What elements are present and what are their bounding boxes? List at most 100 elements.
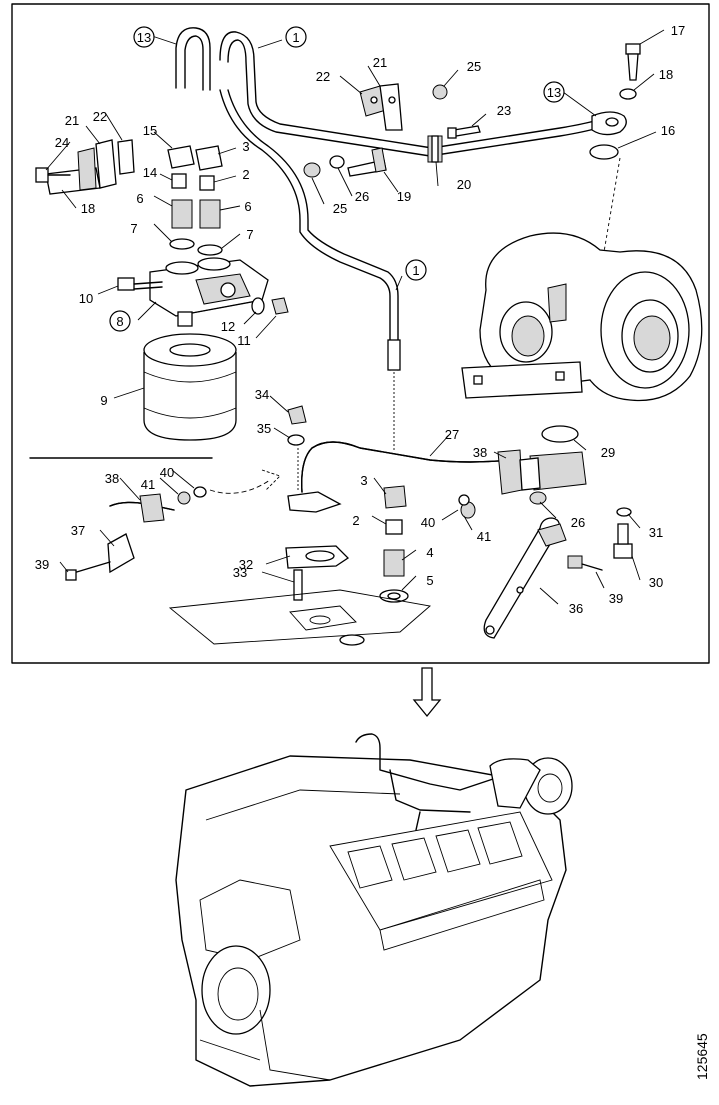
callout-c13b: 13 (543, 81, 565, 103)
callout-c6b: 6 (244, 199, 251, 214)
callout-number: 40 (421, 515, 435, 530)
callout-c13a: 13 (133, 26, 155, 48)
callout-number: 6 (244, 199, 251, 214)
callout-c25a: 25 (467, 59, 481, 74)
gasket (541, 425, 579, 443)
callout-number: 5 (426, 573, 433, 588)
callout-number: 39 (609, 591, 623, 606)
callout-number: 31 (649, 525, 663, 540)
oil-filter-cartridge (143, 311, 237, 441)
callout-c7b: 7 (246, 227, 253, 242)
callout-c1a: 1 (285, 26, 307, 48)
callout-number: 6 (136, 191, 143, 206)
callout-c4: 4 (426, 545, 433, 560)
callout-number: 38 (473, 445, 487, 460)
callout-circle (285, 26, 307, 48)
oil-filter-head (149, 257, 269, 317)
callout-c23: 23 (497, 103, 511, 118)
stud (293, 569, 303, 601)
bolt (613, 523, 633, 559)
callout-number: 34 (255, 387, 269, 402)
callout-number: 18 (659, 67, 673, 82)
banjo-fitting (591, 111, 627, 136)
filter-head-fittings (167, 145, 223, 256)
callout-c16a: 16 (661, 123, 675, 138)
callout-c29: 29 (601, 445, 615, 460)
callout-number: 41 (141, 477, 155, 492)
inset-detail (29, 457, 281, 581)
callout-number: 29 (601, 445, 615, 460)
nut (287, 405, 307, 425)
washer (616, 507, 632, 517)
callout-number: 30 (649, 575, 663, 590)
callout-c12: 12 (221, 319, 235, 334)
callout-number: 14 (143, 165, 157, 180)
callout-c5: 5 (426, 573, 433, 588)
callout-c26a: 26 (355, 189, 369, 204)
gasket (285, 545, 350, 569)
callout-c18a: 18 (659, 67, 673, 82)
callout-number: 27 (445, 427, 459, 442)
callout-number: 41 (477, 529, 491, 544)
callout-c24: 24 (55, 135, 69, 150)
callout-number: 23 (497, 103, 511, 118)
nut (271, 297, 289, 315)
callout-c8: 8 (109, 310, 131, 332)
callout-c31: 31 (649, 525, 663, 540)
callout-c37: 37 (71, 523, 85, 538)
callout-c30: 30 (649, 575, 663, 590)
callout-c22b: 22 (93, 109, 107, 124)
gasket (589, 144, 619, 160)
callout-c21b: 21 (65, 113, 79, 128)
callout-number: 17 (671, 23, 685, 38)
callout-number: 33 (233, 565, 247, 580)
callout-number: 13 (547, 85, 561, 100)
catalog-number: 125645 (676, 1010, 710, 1080)
bolt (447, 125, 481, 139)
callout-number: 22 (316, 69, 330, 84)
callout-c6a: 6 (136, 191, 143, 206)
callout-circle (109, 310, 131, 332)
callout-number: 4 (426, 545, 433, 560)
callout-c18b: 18 (81, 201, 95, 216)
callout-number: 7 (246, 227, 253, 242)
callout-c35: 35 (257, 421, 271, 436)
callout-number: 19 (397, 189, 411, 204)
callout-c32: 32 (239, 557, 253, 572)
callout-c39b: 39 (609, 591, 623, 606)
callout-number: 35 (257, 421, 271, 436)
bolt (567, 555, 603, 571)
callout-c25b: 25 (333, 201, 347, 216)
callout-c36: 36 (569, 601, 583, 616)
callout-number: 12 (221, 319, 235, 334)
pipe-clamp (427, 135, 443, 163)
bracket-upper (359, 83, 403, 131)
callout-number: 1 (412, 263, 419, 278)
nut (303, 162, 321, 178)
callout-c11: 11 (237, 333, 251, 348)
washer (251, 297, 265, 315)
callout-c17: 17 (671, 23, 685, 38)
arrow-down (412, 667, 442, 718)
bracket-19 (347, 147, 387, 177)
callout-number: 38 (105, 471, 119, 486)
drain-fittings (379, 485, 409, 603)
washer (458, 494, 470, 506)
callout-number: 8 (116, 314, 123, 329)
callout-c7a: 7 (130, 221, 137, 236)
callout-c21a: 21 (373, 55, 387, 70)
catalog-number-text: 125645 (694, 1033, 710, 1080)
callout-c9: 9 (100, 393, 107, 408)
callout-c40b: 40 (421, 515, 435, 530)
callout-number: 21 (373, 55, 387, 70)
callout-c14: 14 (143, 165, 157, 180)
callout-number: 26 (355, 189, 369, 204)
callout-circle (405, 259, 427, 281)
engine-overview (175, 733, 573, 1087)
callout-c39a: 39 (35, 557, 49, 572)
callout-number: 2 (242, 167, 249, 182)
callout-number: 22 (93, 109, 107, 124)
callout-c3a: 3 (242, 139, 249, 154)
callout-c2a: 2 (242, 167, 249, 182)
